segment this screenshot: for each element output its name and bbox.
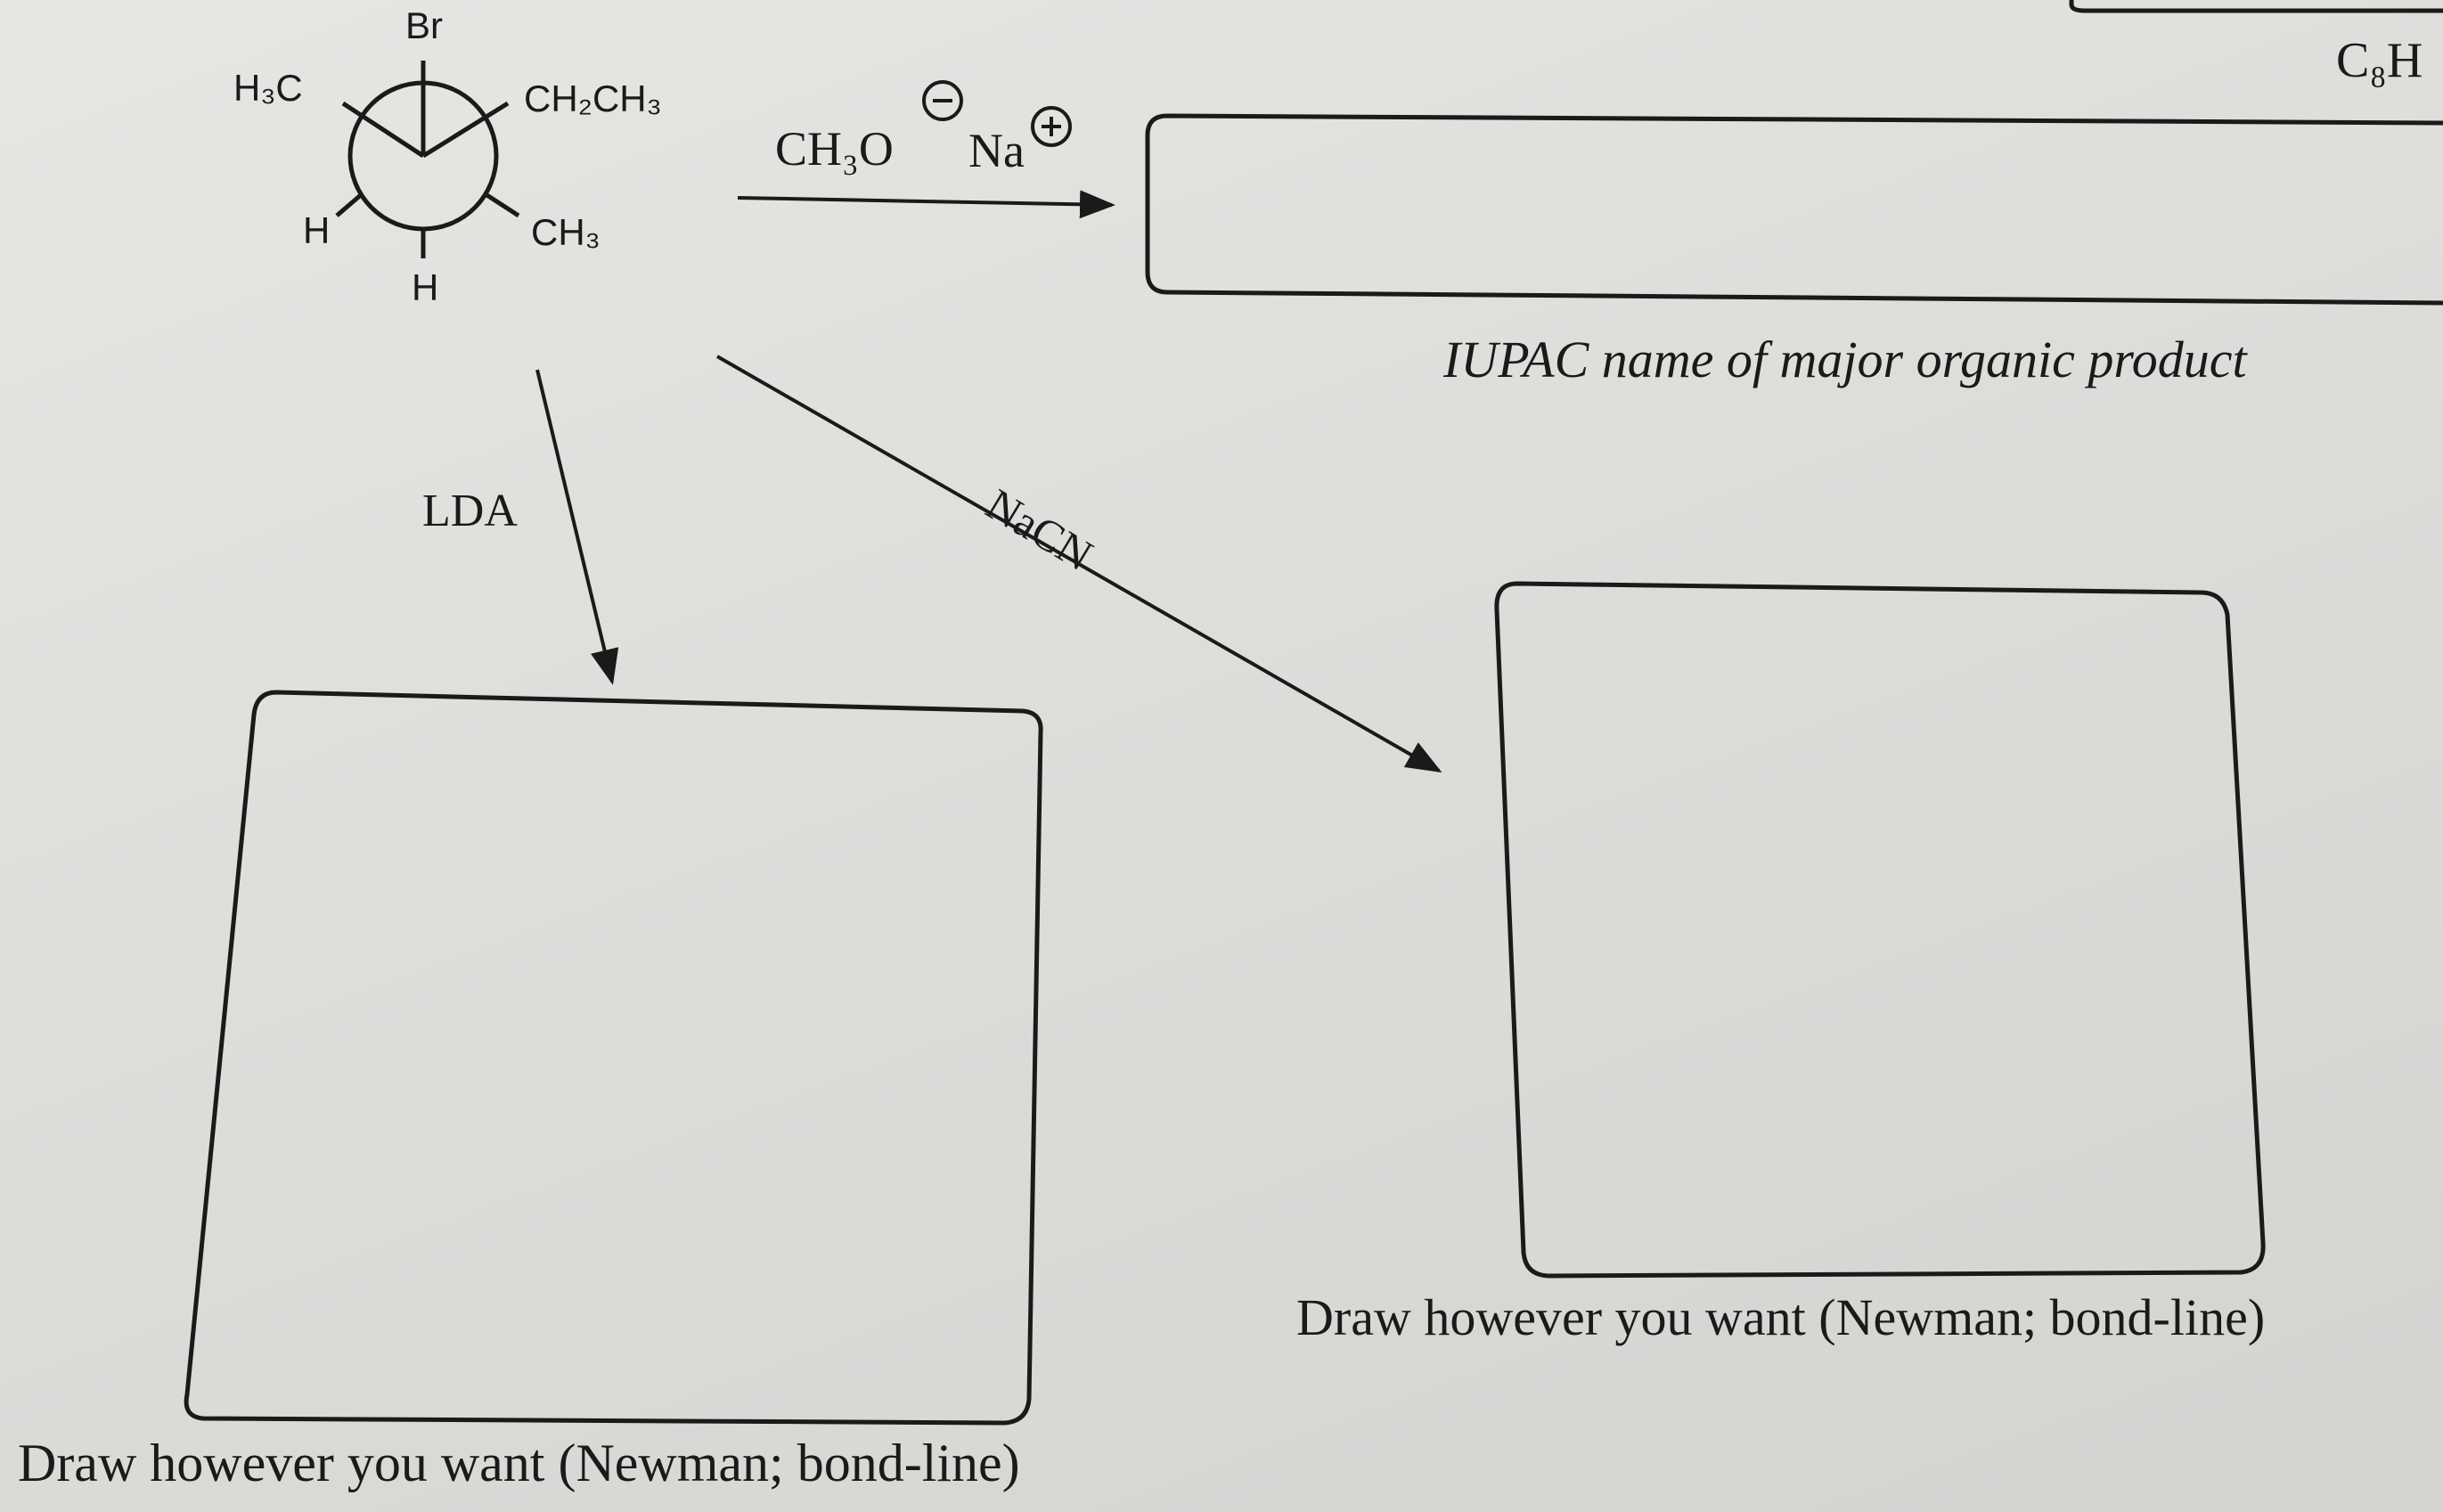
label-ch3: CH₃ bbox=[531, 211, 601, 253]
arrow-top bbox=[737, 190, 1115, 219]
reaction-arrows bbox=[535, 190, 1442, 772]
iupac-answer-box bbox=[1145, 113, 2443, 306]
arrow-down bbox=[535, 369, 619, 685]
iupac-caption: IUPAC name of major organic product bbox=[1443, 331, 2247, 388]
reagent-lda: LDA bbox=[422, 486, 518, 536]
top-right-edge-box bbox=[2069, 0, 2443, 13]
reagent-cation: Na bbox=[968, 124, 1025, 177]
right-drawing-box bbox=[1494, 581, 2266, 1279]
label-h3c: H₃C bbox=[233, 67, 303, 109]
anion-charge-circle bbox=[922, 80, 963, 121]
arrow-diagonal bbox=[716, 355, 1442, 772]
label-h-bottom: H bbox=[412, 266, 439, 308]
answer-boxes bbox=[184, 0, 2443, 1426]
cation-charge-circle bbox=[1031, 106, 1072, 147]
back-bond-ch3 bbox=[484, 192, 520, 218]
label-br: Br bbox=[405, 4, 443, 46]
front-bond-ch2ch3 bbox=[421, 101, 510, 159]
formula-c8h: C₈H bbox=[2336, 33, 2423, 88]
reagent-charges bbox=[922, 80, 1072, 147]
right-box-caption: Draw however you want (Newman; bond-line… bbox=[1296, 1288, 2266, 1346]
label-ch2ch3: CH₂CH₃ bbox=[524, 78, 662, 119]
bottom-left-box-caption: Draw however you want (Newman; bond-line… bbox=[18, 1434, 1020, 1492]
back-bond-h-left bbox=[335, 192, 364, 217]
label-h-left: H bbox=[303, 209, 331, 251]
newman-projection bbox=[335, 61, 520, 258]
reagent-anion: CH₃O bbox=[775, 122, 894, 176]
bottom-left-drawing-box bbox=[184, 690, 1043, 1426]
front-bond-h3c bbox=[341, 101, 425, 159]
